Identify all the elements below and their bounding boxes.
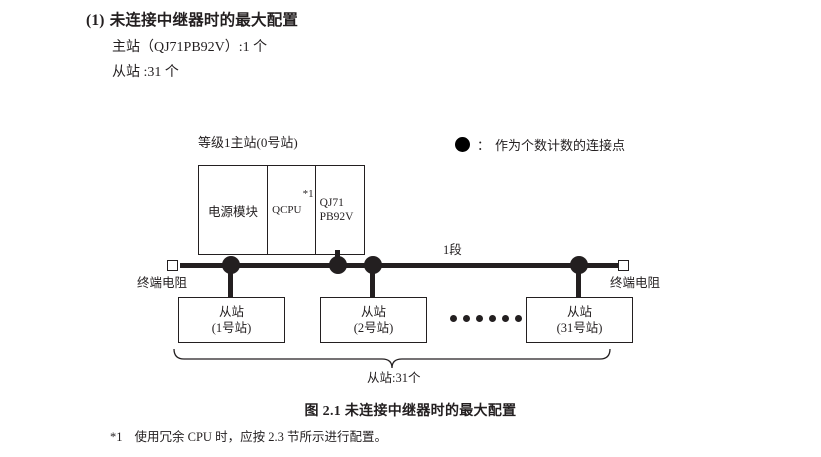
section-heading-number: (1) bbox=[86, 12, 105, 29]
ellipsis-dot bbox=[502, 315, 509, 322]
spec-line-slave: 从站 :31 个 bbox=[112, 65, 179, 80]
slave31-drop-line bbox=[576, 265, 581, 298]
section-heading-text: 未连接中继器时的最大配置 bbox=[109, 12, 299, 29]
slave-station-box-1: 从站 (1号站) bbox=[178, 297, 285, 343]
ellipsis-dot bbox=[463, 315, 470, 322]
slave-station-box-2: 从站 (2号站) bbox=[320, 297, 427, 343]
ellipsis-dot bbox=[515, 315, 522, 322]
terminal-resistor-right-icon bbox=[618, 260, 629, 271]
slave-station-number-31: (31号站) bbox=[556, 321, 603, 335]
legend: ： 作为个数计数的连接点 bbox=[455, 135, 625, 154]
power-module-label: 电源模块 bbox=[208, 204, 259, 219]
slave-station-name-31: 从站 bbox=[566, 304, 592, 319]
spec-line-master: 主站（QJ71PB92V）:1 个 bbox=[112, 40, 268, 55]
slave-count-brace-icon bbox=[173, 348, 611, 369]
slave-count-label: 从站:31个 bbox=[367, 371, 421, 385]
legend-text: 作为个数计数的连接点 bbox=[495, 138, 626, 153]
slave1-drop-line bbox=[228, 265, 233, 298]
ellipsis-dot bbox=[476, 315, 483, 322]
footnote-marker: *1 bbox=[110, 430, 123, 444]
master-station-chassis: 电源模块 QCPU *1 QJ71 PB92V bbox=[198, 165, 365, 255]
connection-point-dot-icon bbox=[455, 137, 470, 152]
slave-station-number-1: (1号站) bbox=[211, 321, 252, 335]
cpu-footnote-marker: *1 bbox=[302, 188, 314, 200]
power-module-cell: 电源模块 bbox=[199, 166, 269, 254]
footnote: *1 使用冗余 CPU 时，应按 2.3 节所示进行配置。 bbox=[110, 426, 387, 445]
legend-colon: ： bbox=[477, 138, 491, 153]
footnote-text: 使用冗余 CPU 时，应按 2.3 节所示进行配置。 bbox=[134, 430, 387, 444]
connection-point-dot-master bbox=[329, 256, 347, 274]
slave-station-box-31: 从站 (31号站) bbox=[526, 297, 633, 343]
figure-caption: 图 2.1 未连接中继器时的最大配置 bbox=[304, 404, 517, 419]
terminal-resistor-right-label: 终端电阻 bbox=[610, 276, 661, 290]
ellipsis-dot bbox=[489, 315, 496, 322]
network-module-cell: QJ71 PB92V bbox=[316, 166, 364, 254]
segment-label: 1段 bbox=[443, 243, 462, 257]
master-station-caption: 等级1主站(0号站) bbox=[198, 135, 298, 150]
slave-station-name-2: 从站 bbox=[360, 304, 386, 319]
slave-stations-ellipsis bbox=[450, 315, 522, 322]
ellipsis-dot bbox=[450, 315, 457, 322]
cpu-module-label: QCPU bbox=[272, 204, 302, 216]
network-module-label-line1: QJ71 bbox=[319, 196, 344, 209]
bus-trunk-line bbox=[180, 263, 624, 268]
cpu-module-cell: QCPU *1 bbox=[268, 166, 316, 254]
network-module-label-line2: PB92V bbox=[319, 211, 354, 223]
slave-station-number-2: (2号站) bbox=[353, 321, 394, 335]
slave-station-name-1: 从站 bbox=[218, 304, 244, 319]
slave2-drop-line bbox=[370, 265, 375, 298]
terminal-resistor-left-icon bbox=[167, 260, 178, 271]
section-heading: (1)未连接中继器时的最大配置 bbox=[86, 8, 298, 30]
terminal-resistor-left-label: 终端电阻 bbox=[137, 276, 188, 290]
